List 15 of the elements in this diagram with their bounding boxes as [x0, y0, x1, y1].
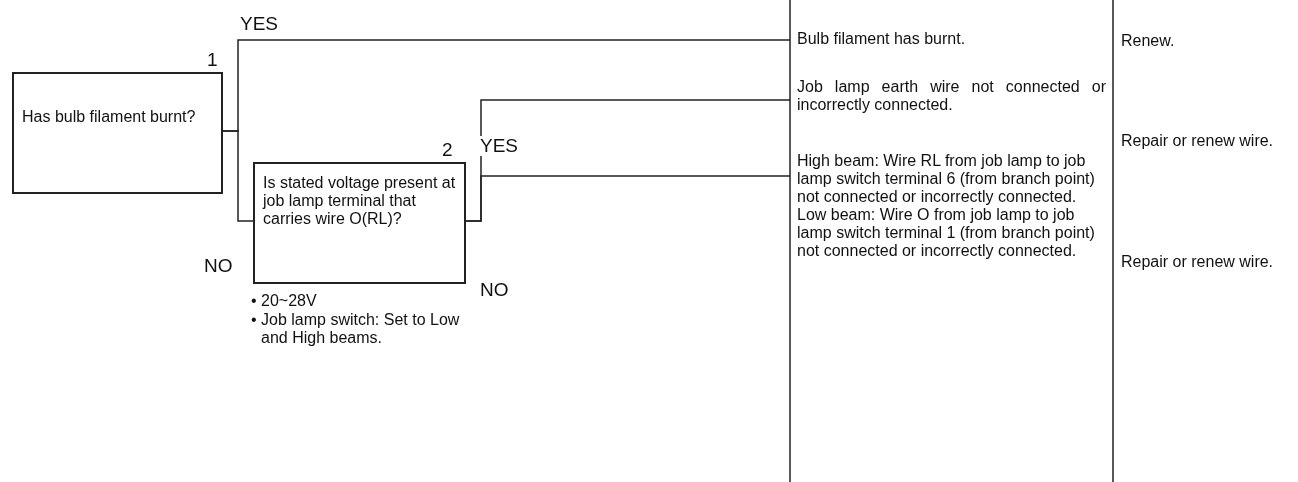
condition-note: • Job lamp switch: Set to Low and High beams.: [251, 311, 461, 347]
edge-label: YES: [480, 136, 519, 156]
question-text: Is stated voltage present at job lamp terminal that carries wire O(RL)?: [263, 174, 456, 228]
connector-line: [222, 130, 254, 222]
step-number: 2: [442, 140, 453, 160]
connector-line: [465, 175, 791, 222]
remedy-text: Repair or renew wire.: [1121, 253, 1275, 271]
cause-text: High beam: Wire RL from job lamp to job lamp switch terminal 6 (from branch point) not connected or incorrectly connected. Low beam: Wire O from job lamp to job lamp switch terminal 1 (from branch point) not connected or incorrectly connected.: [797, 152, 1096, 260]
step-number: 1: [207, 50, 218, 70]
cause-text: Bulb filament has burnt.: [797, 30, 967, 48]
cause-text: Job lamp earth wire not connected or incorrectly connected.: [797, 78, 1106, 114]
condition-note: • 20~28V: [251, 292, 317, 310]
remedy-text: Repair or renew wire.: [1121, 132, 1275, 150]
question-text: Has bulb filament burnt?: [22, 108, 197, 126]
remedy-text: Renew.: [1121, 32, 1176, 50]
